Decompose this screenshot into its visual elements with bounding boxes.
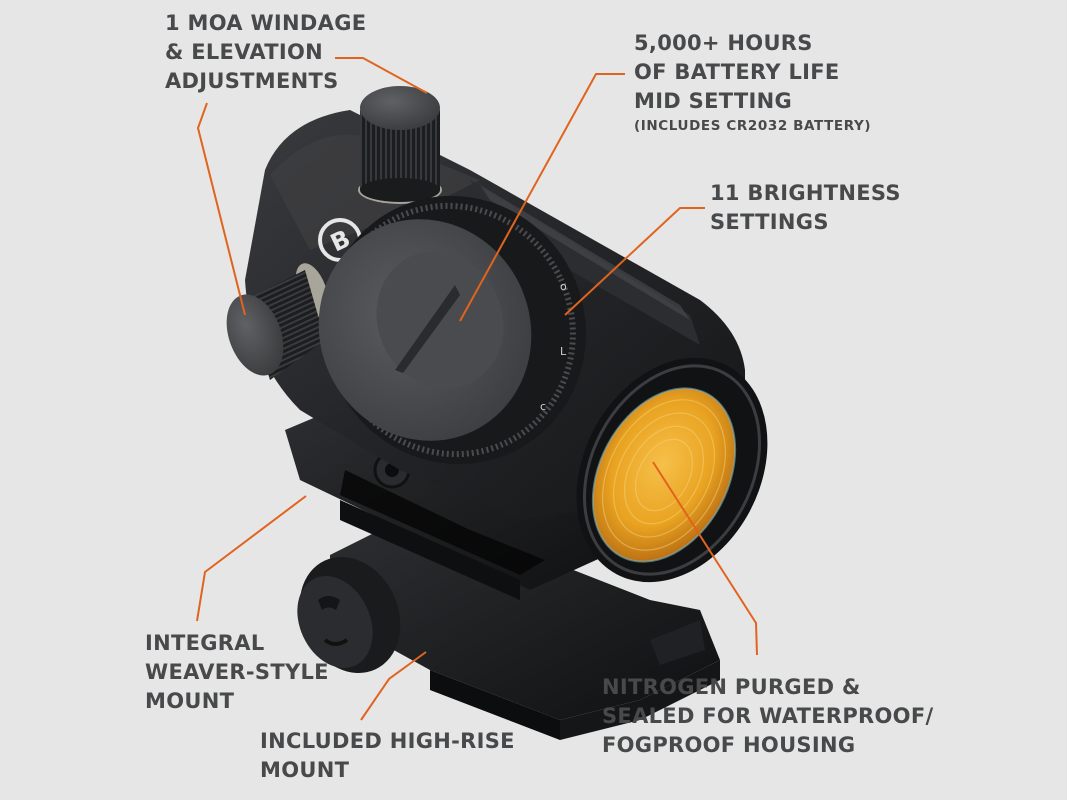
callout-subtext: (INCLUDES CR2032 BATTERY) — [634, 118, 872, 134]
callout-line: INTEGRAL — [145, 631, 265, 655]
callout-windage-elevation: 1 MOA WINDAGE & ELEVATION ADJUSTMENTS — [165, 9, 366, 96]
callout-battery-life: 5,000+ HOURS OF BATTERY LIFE MID SETTING… — [634, 29, 871, 136]
callout-line: MOUNT — [145, 689, 235, 713]
callout-line: WEAVER-STYLE — [145, 660, 329, 684]
callout-line: NITROGEN PURGED & — [602, 675, 861, 699]
callout-brightness: 11 BRIGHTNESS SETTINGS — [710, 179, 901, 237]
callout-nitrogen-purged: NITROGEN PURGED & SEALED FOR WATERPROOF/… — [602, 673, 933, 760]
elevation-knob — [358, 86, 442, 204]
callout-line: MOUNT — [260, 758, 350, 782]
callout-line: SEALED FOR WATERPROOF/ — [602, 704, 934, 728]
svg-text:c: c — [540, 400, 546, 413]
svg-text:L: L — [560, 345, 567, 358]
callout-line: INCLUDED HIGH-RISE — [260, 729, 515, 753]
callout-line: SETTINGS — [710, 210, 829, 234]
callout-weaver-mount: INTEGRAL WEAVER-STYLE MOUNT — [145, 629, 329, 716]
callout-line: FOGPROOF HOUSING — [602, 733, 856, 757]
callout-line: MID SETTING — [634, 89, 792, 113]
callout-line: 1 MOA WINDAGE — [165, 11, 367, 35]
svg-text:o: o — [560, 280, 567, 293]
callout-line: ADJUSTMENTS — [165, 69, 339, 93]
callout-line: 5,000+ HOURS — [634, 31, 813, 55]
callout-line: & ELEVATION — [165, 40, 324, 64]
callout-line: OF BATTERY LIFE — [634, 60, 840, 84]
callout-line: 11 BRIGHTNESS — [710, 181, 901, 205]
mount-clamp-knob — [297, 556, 401, 674]
callout-high-rise-mount: INCLUDED HIGH-RISE MOUNT — [260, 727, 515, 785]
